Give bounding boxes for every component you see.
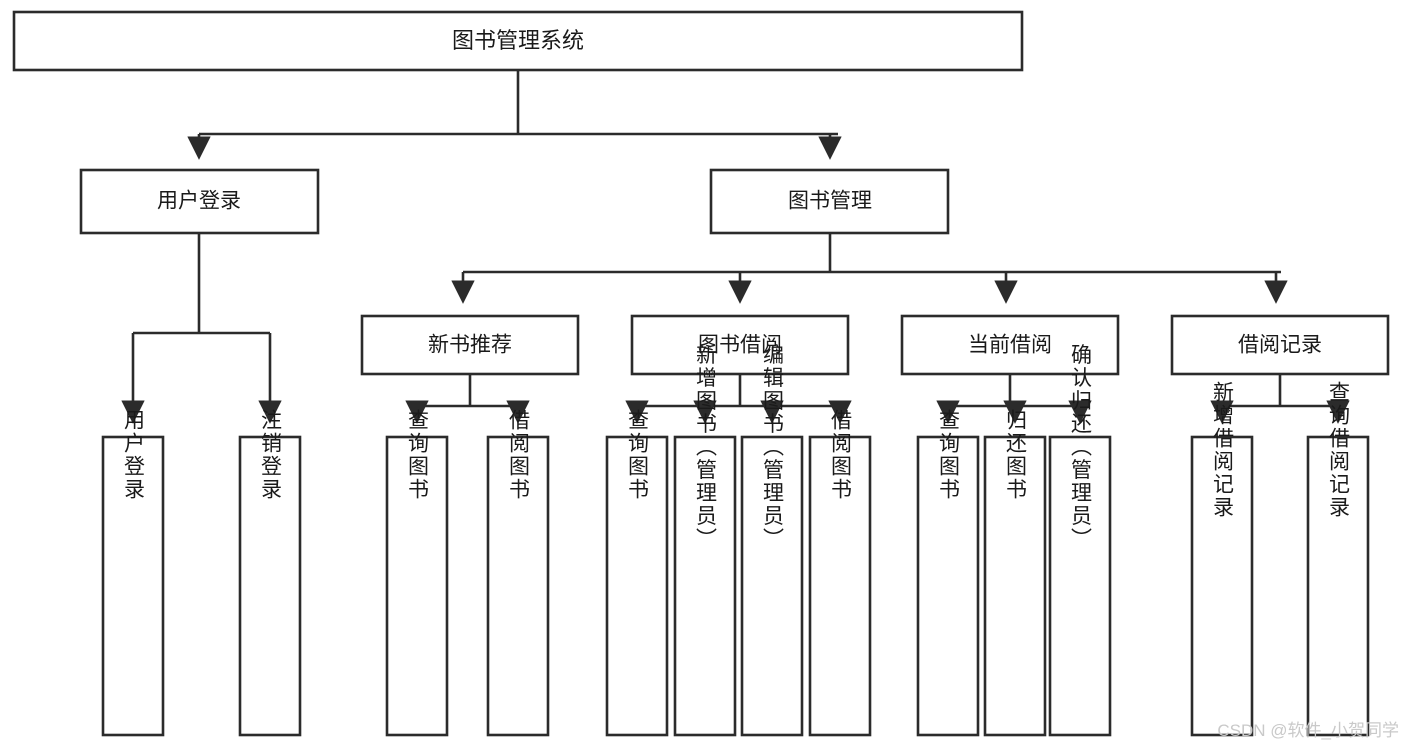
node-borrow-record[interactable]: 借阅记录 <box>1170 314 1390 376</box>
node-book-borrow[interactable]: 图书借阅 <box>630 314 850 376</box>
node-leaf-logout-login-label: 注销登录 <box>259 409 283 501</box>
node-leaf-return-book-label: 归还图书 <box>1004 409 1028 501</box>
connector-borrowrecord-to-leaves <box>1210 374 1350 424</box>
connector-currentborrow-to-leaves <box>936 374 1092 424</box>
connector-userlogin-to-leaves <box>121 233 282 424</box>
node-current-borrow-label: 当前借阅 <box>968 334 1052 357</box>
node-leaf-confirm-return[interactable]: 确认归还（管理员） <box>1048 344 1112 737</box>
node-leaf-query-book-2[interactable]: 查询图书 <box>605 409 669 737</box>
node-book-management-label: 图书管理 <box>788 190 872 213</box>
node-user-login-label: 用户登录 <box>157 190 241 213</box>
node-leaf-return-book[interactable]: 归还图书 <box>983 409 1047 737</box>
node-root-label: 图书管理系统 <box>452 28 584 53</box>
node-leaf-add-book-label: 新增图书（管理员） <box>694 344 718 551</box>
connector-bookborrow-to-leaves <box>625 374 852 424</box>
node-leaf-query-book-2-label: 查询图书 <box>626 409 650 501</box>
node-leaf-add-record[interactable]: 新增借阅记录 <box>1190 381 1254 737</box>
node-user-login[interactable]: 用户登录 <box>79 168 320 235</box>
node-current-borrow[interactable]: 当前借阅 <box>900 314 1120 376</box>
node-new-book-recommend[interactable]: 新书推荐 <box>360 314 580 376</box>
node-leaf-logout-login[interactable]: 注销登录 <box>238 409 302 737</box>
node-new-book-recommend-label: 新书推荐 <box>428 334 512 357</box>
node-leaf-query-book-3[interactable]: 查询图书 <box>916 409 980 737</box>
connector-bookmanagement-to-level3 <box>451 233 1288 304</box>
node-leaf-borrow-book-1[interactable]: 借阅图书 <box>486 409 550 737</box>
node-leaf-confirm-return-label: 确认归还（管理员） <box>1069 344 1093 551</box>
node-leaf-user-login[interactable]: 用户登录 <box>101 409 165 737</box>
node-leaf-user-login-label: 用户登录 <box>122 409 146 501</box>
node-leaf-query-record-label: 查询借阅记录 <box>1327 381 1351 519</box>
node-leaf-borrow-book-1-label: 借阅图书 <box>507 409 531 501</box>
node-leaf-edit-book-label: 编辑图书（管理员） <box>761 344 785 551</box>
node-leaf-query-book-1[interactable]: 查询图书 <box>385 409 449 737</box>
node-leaf-add-record-label: 新增借阅记录 <box>1211 381 1235 519</box>
node-leaf-borrow-book-2[interactable]: 借阅图书 <box>808 409 872 737</box>
node-leaf-edit-book[interactable]: 编辑图书（管理员） <box>740 344 804 737</box>
connector-root-to-level2 <box>187 70 842 160</box>
connector-newbook-to-leaves <box>405 374 530 424</box>
node-leaf-add-book[interactable]: 新增图书（管理员） <box>673 344 737 737</box>
node-root[interactable]: 图书管理系统 <box>12 10 1024 72</box>
node-leaf-query-book-1-label: 查询图书 <box>406 409 430 501</box>
node-leaf-query-book-3-label: 查询图书 <box>937 409 961 501</box>
csdn-watermark: CSDN @软件_小贺同学 <box>1217 721 1399 740</box>
node-borrow-record-label: 借阅记录 <box>1238 334 1322 357</box>
node-leaf-borrow-book-2-label: 借阅图书 <box>829 409 853 501</box>
node-book-management[interactable]: 图书管理 <box>709 168 950 235</box>
node-leaf-query-record[interactable]: 查询借阅记录 <box>1306 381 1370 737</box>
node-book-borrow-label: 图书借阅 <box>698 334 782 357</box>
